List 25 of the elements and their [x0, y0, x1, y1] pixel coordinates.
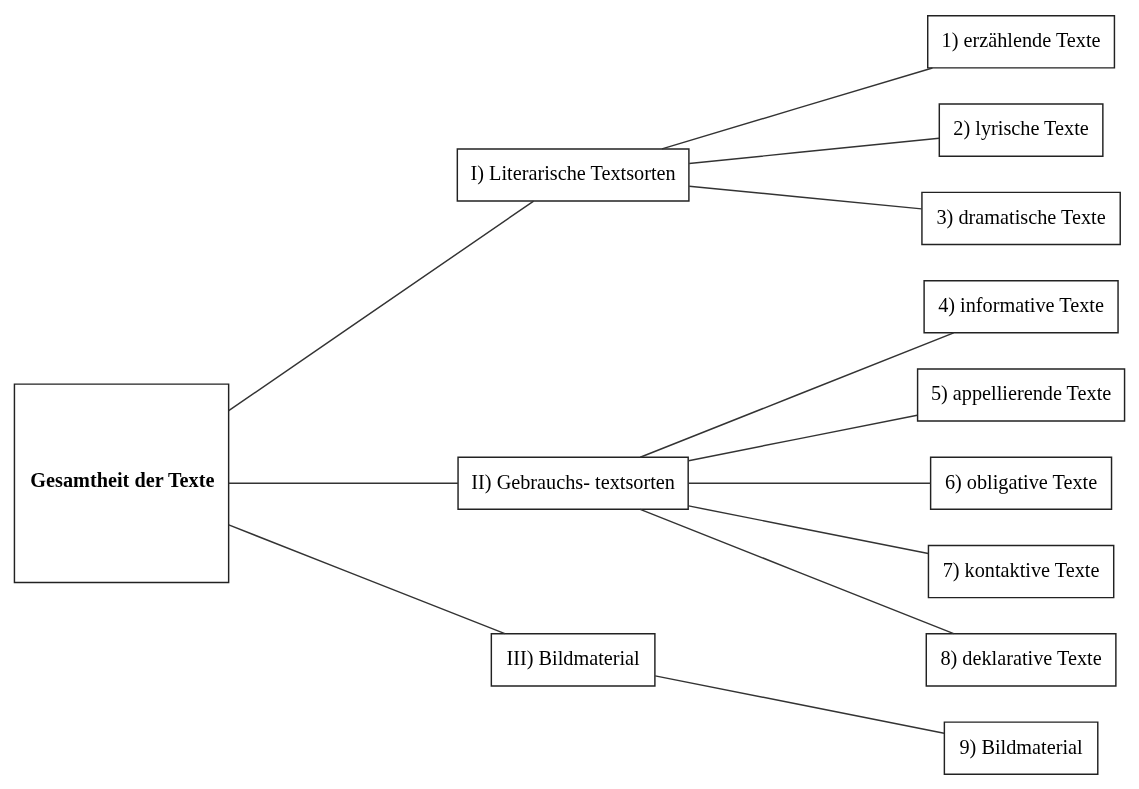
node-box: 8) deklarative Texte: [925, 632, 1117, 687]
node-box: III) Bildmaterial: [490, 632, 656, 687]
node-box: 1) erzählende Texte: [927, 14, 1116, 69]
connector: [687, 482, 932, 484]
connector: [687, 504, 930, 554]
node-box: I) Literarische Textsorten: [456, 147, 690, 202]
node-box: Gesamtheit der Texte: [13, 382, 230, 583]
node-box: 6) obligative Texte: [929, 456, 1113, 510]
node-box: 3) dramatische Texte: [921, 191, 1121, 245]
connector: [688, 184, 923, 210]
connector: [228, 199, 535, 411]
node-box: II) Gebrauchs- textsorten: [457, 456, 689, 510]
connector: [228, 482, 459, 484]
node-box: 2) lyrische Texte: [938, 102, 1104, 157]
connector: [654, 674, 945, 734]
node-box: 9) Bildmaterial: [943, 720, 1099, 775]
connector: [639, 331, 955, 458]
node-box: 5) appellierende Texte: [916, 367, 1126, 422]
connector: [688, 137, 940, 164]
node-box: 4) informative Texte: [923, 279, 1119, 333]
connector: [687, 414, 918, 461]
connector: [228, 523, 506, 634]
connector: [661, 66, 934, 150]
connector: [639, 508, 955, 634]
node-box: 7) kontaktive Texte: [927, 544, 1115, 598]
